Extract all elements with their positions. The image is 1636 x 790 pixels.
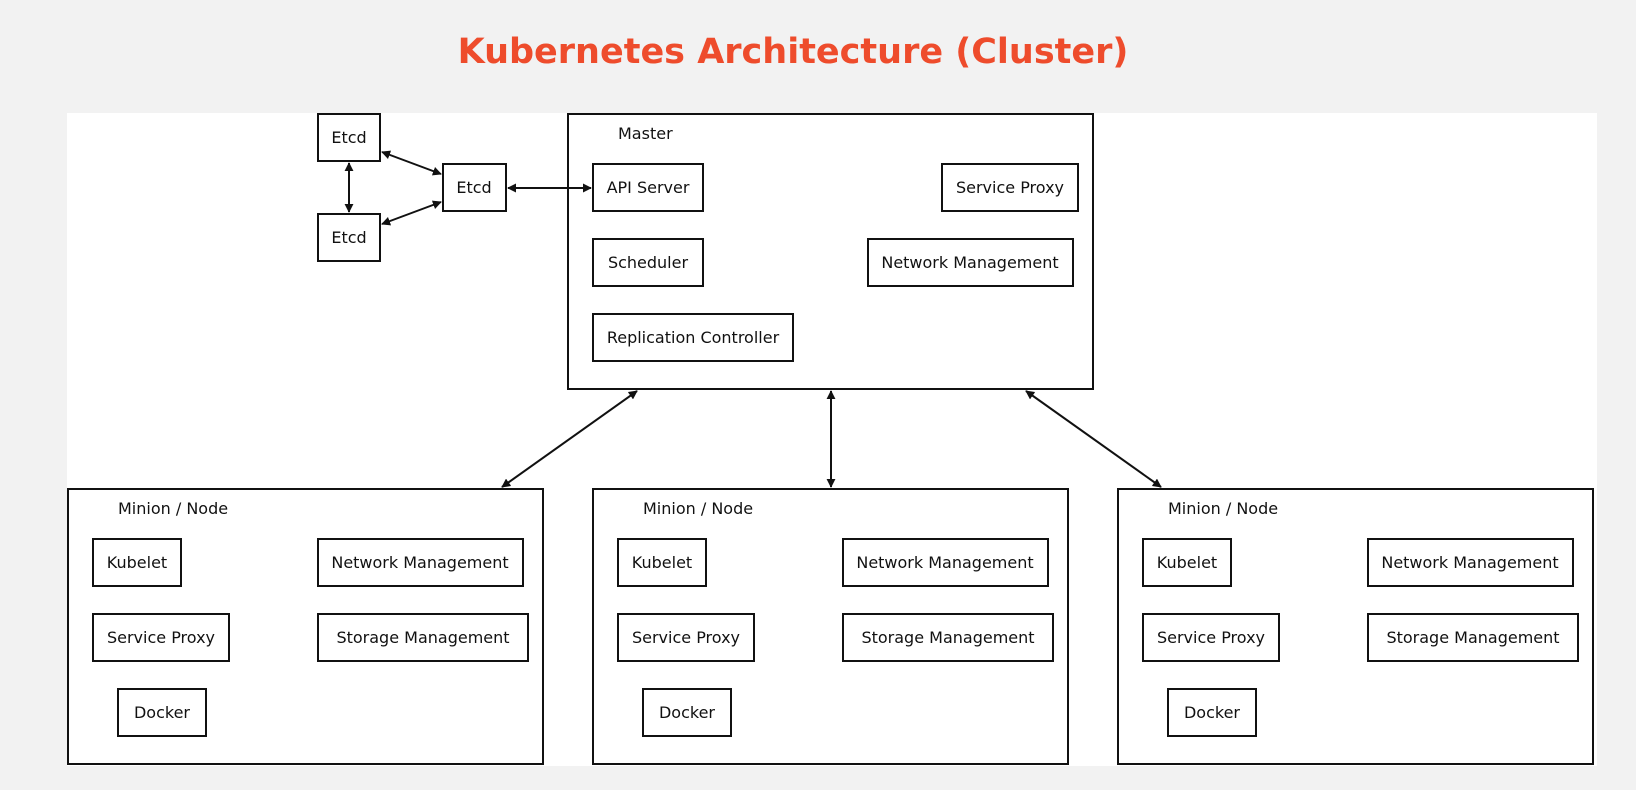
service-proxy-label: Service Proxy [1157,628,1265,647]
diagram-title: Kubernetes Architecture (Cluster) [457,32,1129,72]
node-box-3: Minion / Node Kubelet Service Proxy Dock… [1117,488,1594,765]
node-box-1: Minion / Node Kubelet Service Proxy Dock… [67,488,544,765]
api-server-label: API Server [607,178,690,197]
master-api-server: API Server [592,163,704,212]
node-network-management [1367,538,1574,587]
node-storage-management [1367,613,1579,662]
etcd-node-top: Etcd [317,113,381,162]
docker-label: Docker [659,703,715,722]
node-service-proxy [92,613,230,662]
network-management-label: Network Management [1381,553,1558,572]
etcd-top-main-arrow [381,150,442,176]
etcd-node-bottom: Etcd [317,213,381,262]
etcd-node-main: Etcd [442,163,507,212]
etcd-label: Etcd [331,228,366,247]
etcd-label: Etcd [456,178,491,197]
node-kubelet [617,538,707,587]
kubelet-label: Kubelet [1157,553,1217,572]
node-docker [1167,688,1257,737]
node-service-proxy [1142,613,1280,662]
master-node1-arrow [501,390,638,488]
master-node3-arrow [1025,390,1162,488]
node-label: Minion / Node [643,499,753,518]
node-network-management [842,538,1049,587]
network-management-label: Network Management [331,553,508,572]
storage-management-label: Storage Management [861,628,1034,647]
service-proxy-label: Service Proxy [956,178,1064,197]
node-kubelet [92,538,182,587]
node-label: Minion / Node [118,499,228,518]
kubelet-label: Kubelet [632,553,692,572]
network-management-label: Network Management [856,553,1033,572]
scheduler-label: Scheduler [608,253,689,272]
docker-label: Docker [134,703,190,722]
master-service-proxy: Service Proxy [941,163,1079,212]
master-network-management: Network Management [867,238,1074,287]
node-storage-management [842,613,1054,662]
node-label: Minion / Node [1168,499,1278,518]
node-docker [642,688,732,737]
node-kubelet [1142,538,1232,587]
etcd-label: Etcd [331,128,366,147]
replication-controller-label: Replication Controller [607,328,780,347]
master-replication-controller: Replication Controller [592,313,794,362]
service-proxy-label: Service Proxy [632,628,740,647]
node-network-management [317,538,524,587]
master-scheduler: Scheduler [592,238,704,287]
service-proxy-label: Service Proxy [107,628,215,647]
master-label: Master [618,124,673,143]
network-management-label: Network Management [881,253,1058,272]
storage-management-label: Storage Management [336,628,509,647]
node-box-2: Minion / Node Kubelet Service Proxy Dock… [592,488,1069,765]
docker-label: Docker [1184,703,1240,722]
storage-management-label: Storage Management [1386,628,1559,647]
node-docker [117,688,207,737]
kubelet-label: Kubelet [107,553,167,572]
node-service-proxy [617,613,755,662]
node-storage-management [317,613,529,662]
etcd-bottom-main-arrow [381,200,442,226]
